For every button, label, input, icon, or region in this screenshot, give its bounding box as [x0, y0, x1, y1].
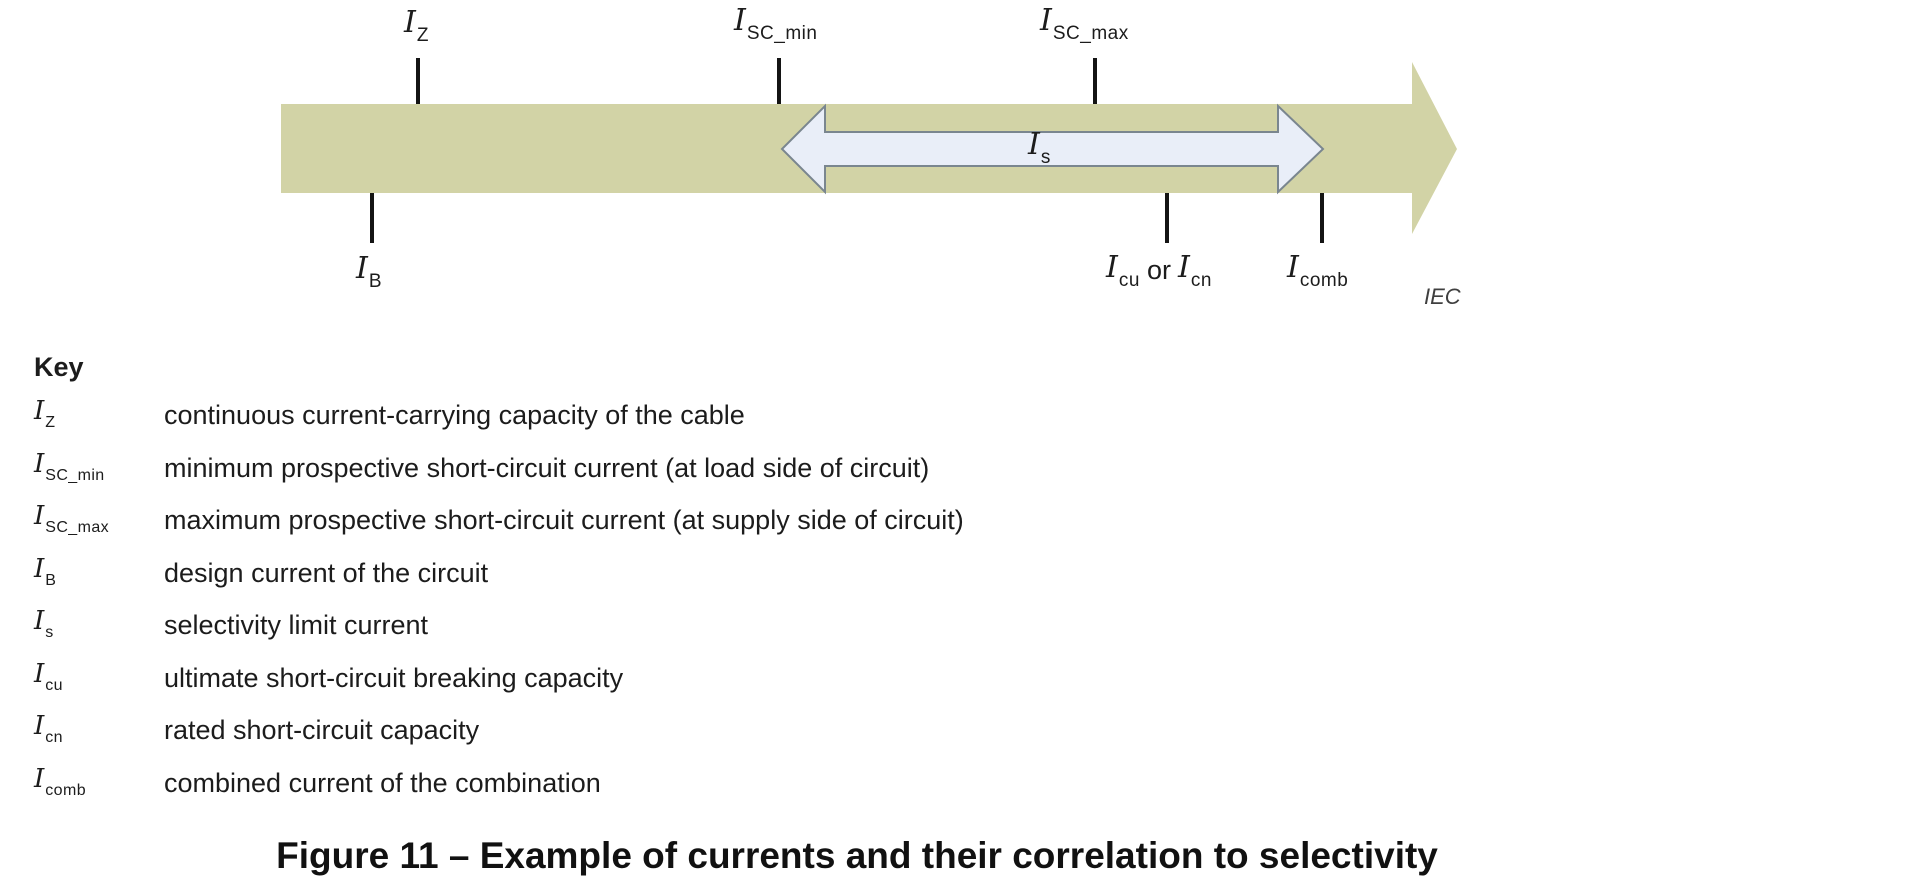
- iec-credit: IEC: [1424, 284, 1461, 309]
- key-row-is: Is selectivity limit current: [34, 608, 964, 661]
- key-row-icn: Icn rated short-circuit capacity: [34, 713, 964, 766]
- key-row-ib: IB design current of the circuit: [34, 556, 964, 609]
- or-text: or: [1146, 255, 1171, 285]
- diagram-canvas: [281, 58, 1457, 243]
- key-row-icomb: Icomb combined current of the combinatio…: [34, 766, 964, 819]
- symbol-icu: I: [1106, 250, 1118, 285]
- symbol-is: I: [1028, 127, 1040, 162]
- symbol-icn-subscript: cn: [1190, 270, 1212, 291]
- key-definition-isc-min: minimum prospective short-circuit curren…: [164, 452, 930, 483]
- key-definition-icn: rated short-circuit capacity: [164, 715, 480, 745]
- symbol-icn: I: [1177, 250, 1190, 285]
- key-symbol-subscript: comb: [45, 781, 87, 799]
- marker-label-is: Is: [1028, 127, 1051, 168]
- key-symbol-letter: I: [34, 606, 45, 636]
- key-symbol-ib: IB: [34, 553, 164, 589]
- key-symbol-letter: I: [34, 448, 45, 479]
- symbol-isc-min-subscript: SC_min: [746, 23, 818, 44]
- figure-caption: Figure 11 – Example of currents and thei…: [276, 835, 1438, 876]
- key-symbol-subscript: s: [45, 624, 54, 641]
- key-symbol-subscript: B: [45, 571, 57, 589]
- marker-label-isc-min: ISC_min: [734, 3, 817, 44]
- key-symbol-subscript: cn: [45, 729, 63, 746]
- key-symbol-letter: I: [34, 763, 45, 794]
- key-symbol-icomb: Icomb: [34, 763, 164, 799]
- symbol-isc-max: I: [1040, 3, 1052, 38]
- key-heading: Key: [34, 352, 84, 382]
- symbol-iz: I: [404, 5, 416, 40]
- key-definition-icu: ultimate short-circuit breaking capacity: [164, 662, 624, 693]
- key-symbol-subscript: Z: [45, 414, 56, 431]
- symbol-iz-subscript: Z: [416, 25, 429, 46]
- symbol-ib-subscript: B: [368, 271, 383, 292]
- key-symbol-subscript: SC_max: [45, 519, 110, 536]
- key-symbol-is: Is: [34, 606, 164, 641]
- key-symbol-subscript: SC_min: [45, 466, 105, 484]
- key-definition-icomb: combined current of the combination: [164, 767, 601, 798]
- tick-iz: [416, 58, 420, 104]
- key-definition-ib: design current of the circuit: [164, 557, 489, 588]
- marker-label-icomb: Icomb: [1287, 250, 1348, 291]
- key-symbol-isc-max: ISC_max: [34, 501, 164, 536]
- symbol-ib: I: [356, 251, 368, 286]
- selectivity-range-arrow-shape: [780, 103, 1325, 195]
- key-definition-iz: continuous current-carrying capacity of …: [164, 400, 745, 430]
- symbol-icomb: I: [1287, 250, 1299, 285]
- marker-label-ib: IB: [356, 251, 382, 292]
- symbol-icomb-subscript: comb: [1299, 270, 1349, 291]
- key-symbol-iz: IZ: [34, 396, 164, 431]
- key-symbol-letter: I: [34, 711, 45, 741]
- symbol-isc-min: I: [734, 3, 746, 38]
- marker-label-isc-max: ISC_max: [1040, 3, 1129, 44]
- key-symbol-letter: I: [34, 553, 45, 584]
- key-list: IZ continuous current-carrying capacity …: [34, 398, 964, 818]
- symbol-icu-subscript: cu: [1118, 270, 1140, 291]
- key-row-iz: IZ continuous current-carrying capacity …: [34, 398, 964, 451]
- marker-label-iz: IZ: [404, 5, 429, 46]
- key-symbol-letter: I: [34, 658, 45, 689]
- key-symbol-icu: Icu: [34, 658, 164, 694]
- key-definition-is: selectivity limit current: [164, 610, 429, 640]
- key-row-isc-max: ISC_max maximum prospective short-circui…: [34, 503, 964, 556]
- tick-ib: [370, 193, 374, 243]
- key-definition-isc-max: maximum prospective short-circuit curren…: [164, 505, 964, 535]
- key-symbol-isc-min: ISC_min: [34, 448, 164, 484]
- tick-isc-min: [777, 58, 781, 104]
- symbol-isc-max-subscript: SC_max: [1052, 23, 1129, 44]
- tick-icu-or-icn: [1165, 193, 1169, 243]
- symbol-is-subscript: s: [1040, 147, 1051, 168]
- tick-isc-max: [1093, 58, 1097, 104]
- key-symbol-letter: I: [34, 501, 45, 531]
- key-row-icu: Icu ultimate short-circuit breaking capa…: [34, 661, 964, 714]
- key-symbol-icn: Icn: [34, 711, 164, 746]
- key-row-isc-min: ISC_min minimum prospective short-circui…: [34, 451, 964, 504]
- key-symbol-letter: I: [34, 396, 45, 426]
- key-symbol-subscript: cu: [45, 676, 63, 694]
- tick-icomb: [1320, 193, 1324, 243]
